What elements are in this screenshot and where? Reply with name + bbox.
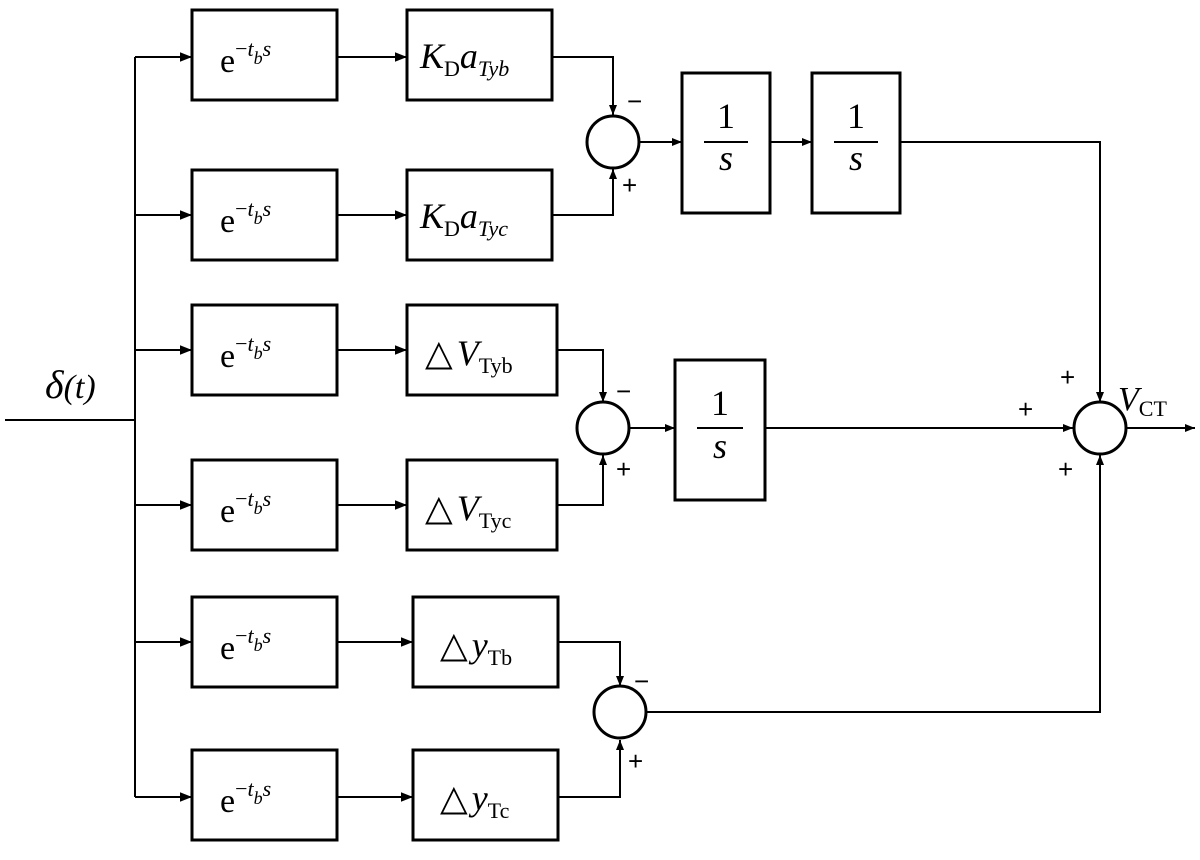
sign-s3-bottom: + (628, 746, 643, 776)
svg-text:△VTyb: △VTyb (425, 333, 513, 378)
svg-text:△yTb: △yTb (440, 625, 512, 670)
svg-text:KDaTyc: KDaTyc (419, 196, 508, 241)
delay-block-2: e−tbs (190, 168, 339, 262)
sign-final-bottom: + (1058, 454, 1073, 484)
position-block-c: △yTc (411, 748, 560, 842)
svg-text:s: s (719, 138, 733, 178)
delay-block-4: e−tbs (190, 458, 339, 552)
svg-text:s: s (713, 426, 727, 466)
svg-text:1: 1 (847, 96, 865, 136)
input-label: δ(t) (45, 362, 96, 407)
accel-block-b: KDaTyb (405, 8, 554, 102)
delay-block-3: e−tbs (190, 303, 339, 397)
sign-s3-top: − (634, 666, 649, 696)
delay-block-5: e−tbs (190, 595, 339, 689)
sign-final-top: + (1060, 362, 1075, 392)
wire-g2-s1 (552, 169, 617, 216)
svg-text:1: 1 (717, 96, 735, 136)
svg-text:e−tbs: e−tbs (220, 196, 271, 240)
svg-text:1: 1 (711, 383, 729, 423)
integrator-2: 1 s (810, 71, 902, 215)
wire-s3-final (646, 455, 1104, 713)
wire-int2-final (900, 141, 1104, 402)
sum-junction-2 (575, 400, 631, 456)
svg-text:△VTyc: △VTyc (425, 488, 512, 533)
position-block-b: △yTb (411, 595, 560, 689)
wire-g4-s2 (557, 455, 607, 506)
sign-s2-bottom: + (616, 454, 631, 484)
wire-g5-s3 (558, 641, 624, 686)
wire-g6-s3 (558, 740, 624, 798)
delay-block-1: e−tbs (190, 8, 339, 102)
sign-s1-bottom: + (622, 170, 637, 200)
output-label: VCT (1118, 381, 1167, 421)
integrator-1: 1 s (680, 71, 772, 215)
delay-block-6: e−tbs (190, 748, 339, 842)
svg-text:s: s (849, 138, 863, 178)
svg-text:e−tbs: e−tbs (220, 776, 271, 820)
svg-text:KDaTyb: KDaTyb (419, 36, 509, 81)
sign-final-left: + (1018, 394, 1033, 424)
velocity-block-c: △VTyc (405, 458, 559, 552)
svg-text:e−tbs: e−tbs (220, 36, 271, 80)
svg-text:△yTc: △yTc (440, 778, 510, 823)
wire-g3-s2 (557, 349, 607, 402)
svg-text:e−tbs: e−tbs (220, 331, 271, 375)
sign-s1-top: − (627, 86, 642, 116)
svg-text:e−tbs: e−tbs (220, 486, 271, 530)
velocity-block-b: △VTyb (405, 303, 559, 397)
sum-junction-1 (585, 114, 641, 170)
integrator-3: 1 s (673, 358, 767, 502)
svg-text:e−tbs: e−tbs (220, 623, 271, 667)
accel-block-c: KDaTyc (405, 168, 554, 262)
sign-s2-top: − (616, 376, 631, 406)
wire-g1-s1 (552, 56, 617, 115)
